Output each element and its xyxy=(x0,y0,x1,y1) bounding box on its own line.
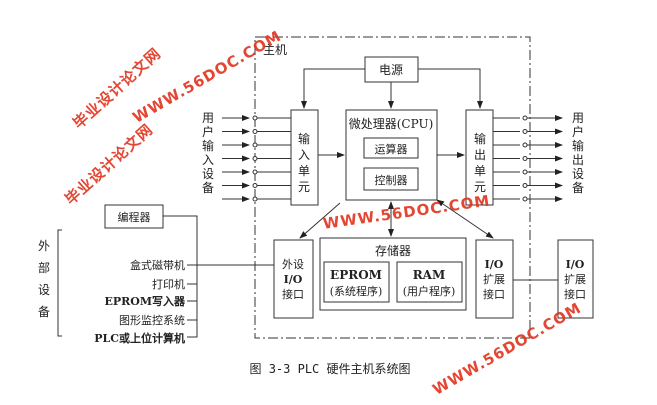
external-devices-char-1: 部 xyxy=(38,260,50,275)
input-terminal xyxy=(252,196,258,202)
output-terminal xyxy=(522,115,528,121)
programmer-label: 编程器 xyxy=(118,210,151,224)
peripheral-io-1: I/O xyxy=(284,273,303,286)
user-input-char-3: 入 xyxy=(202,153,214,167)
io-expansion-box xyxy=(475,239,514,319)
input-terminal xyxy=(252,115,258,121)
input-terminal xyxy=(252,169,258,175)
ram-sub-label: (用户程序) xyxy=(403,284,456,298)
ext-io-expansion-1: 扩展 xyxy=(564,272,586,286)
output-unit-char-0: 输 xyxy=(474,131,486,146)
external-devices-char-2: 设 xyxy=(38,283,50,297)
output-unit-char-3: 元 xyxy=(474,180,486,194)
eprom-sub-label: (系统程序) xyxy=(330,284,383,298)
input-terminal xyxy=(252,142,258,148)
peripheral-io-box xyxy=(273,239,314,319)
ram-label: RAM xyxy=(413,268,446,282)
output-terminal xyxy=(522,156,528,161)
user-output-char-0: 用 xyxy=(572,111,584,125)
user-input-char-4: 设 xyxy=(202,167,214,181)
ext-device-4: PLC或上位计算机 xyxy=(94,331,185,345)
output-terminal xyxy=(522,142,528,148)
input-unit-char-3: 元 xyxy=(298,180,310,194)
io-expansion-2: 接口 xyxy=(483,288,505,301)
controller-box xyxy=(363,167,419,191)
user-input-char-0: 用 xyxy=(202,111,214,125)
external-devices-char-0: 外 xyxy=(38,239,50,253)
peripheral-io-0: 外设 xyxy=(282,258,304,271)
input-unit-char-0: 输 xyxy=(298,131,310,146)
alu-box xyxy=(363,137,419,159)
user-input-char-1: 户 xyxy=(202,124,214,139)
output-terminal xyxy=(522,183,528,188)
output-terminal xyxy=(522,196,528,202)
user-output-char-2: 输 xyxy=(572,138,584,153)
eprom-label: EPROM xyxy=(330,268,382,282)
ext-device-2: EPROM写入器 xyxy=(104,295,186,308)
user-input-char-5: 备 xyxy=(202,181,214,195)
ext-io-expansion-2: 接口 xyxy=(564,288,586,301)
output-unit-char-1: 出 xyxy=(474,148,486,162)
ext-io-expansion-box xyxy=(557,239,594,319)
memory-box xyxy=(319,237,467,311)
input-terminal xyxy=(252,129,258,134)
alu-label: 运算器 xyxy=(375,142,408,156)
ext-device-3: 图形监控系统 xyxy=(119,313,185,327)
output-terminal xyxy=(522,129,528,134)
user-output-char-1: 户 xyxy=(572,124,584,139)
cpu-label: 微处理器(CPU) xyxy=(349,117,434,131)
ext-device-1: 打印机 xyxy=(152,277,185,291)
user-output-char-4: 设 xyxy=(572,167,584,181)
controller-label: 控制器 xyxy=(375,173,408,187)
input-unit-box xyxy=(290,109,319,206)
external-devices-char-3: 备 xyxy=(38,305,50,319)
host-label: 主机 xyxy=(263,43,287,57)
output-unit-char-2: 单 xyxy=(474,164,486,178)
ram-box xyxy=(396,261,463,303)
input-terminal xyxy=(252,183,258,188)
figure-caption: 图 3-3 PLC 硬件主机系统图 xyxy=(249,362,410,376)
input-terminal xyxy=(252,156,258,161)
ext-io-expansion-0: I/O xyxy=(566,258,585,271)
peripheral-io-2: 接口 xyxy=(282,288,304,301)
user-output-char-5: 备 xyxy=(572,181,584,195)
io-expansion-0: I/O xyxy=(485,258,504,271)
eprom-box xyxy=(323,261,390,303)
input-unit-char-2: 单 xyxy=(298,164,310,178)
io-expansion-1: 扩展 xyxy=(483,272,505,286)
user-input-char-2: 输 xyxy=(202,138,214,153)
power-label: 电源 xyxy=(379,63,403,77)
ext-device-0: 盒式磁带机 xyxy=(130,258,185,272)
user-output-char-3: 出 xyxy=(572,153,584,167)
output-terminal xyxy=(522,169,528,175)
memory-label: 存储器 xyxy=(375,243,411,258)
input-unit-char-1: 入 xyxy=(298,148,310,162)
